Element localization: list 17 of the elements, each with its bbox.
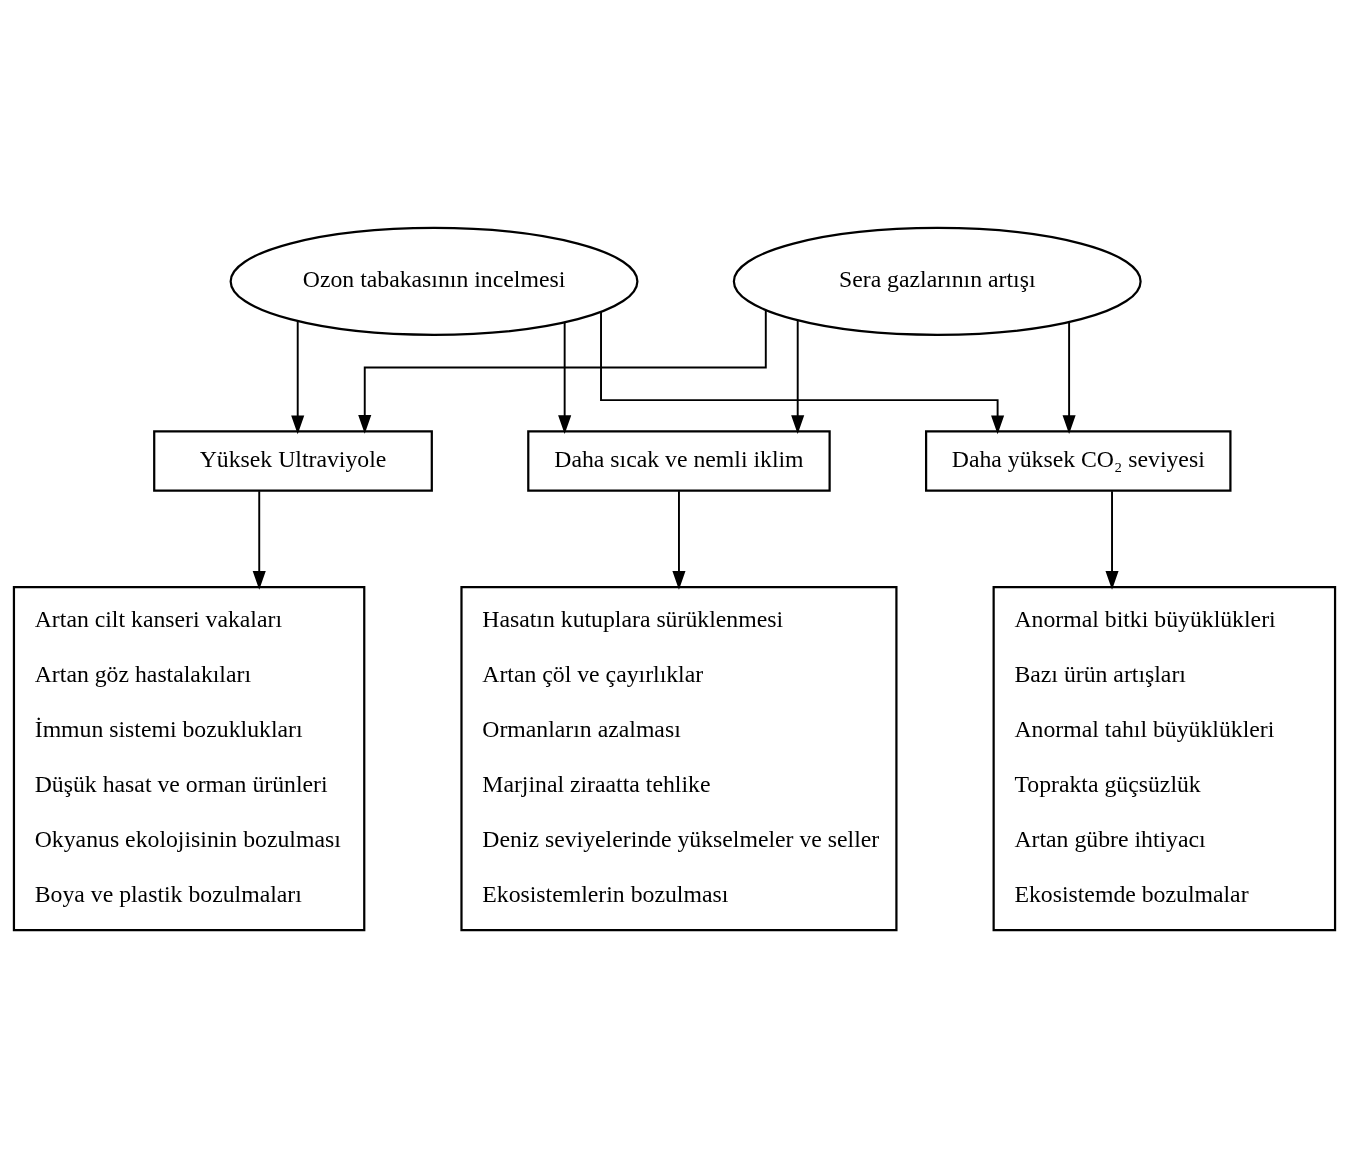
node-ellipse: Sera gazlarının artışı — [732, 226, 1142, 336]
arrow — [672, 489, 686, 590]
node-box: Yüksek Ultraviyole — [153, 429, 433, 492]
node-ellipse: Ozon tabakasının incelmesi — [229, 226, 639, 336]
node-box: Anormal bitki büyüklükleri Bazı ürün artışları Anormal tahıl büyüklükleri Toprakta güçsüzlük Artan gübre ihtiyacı Ekosistemde bozulmalar — [992, 585, 1337, 931]
arrow — [358, 309, 767, 434]
arrow — [600, 310, 1005, 434]
arrow — [1105, 489, 1119, 590]
arrow — [791, 318, 805, 434]
node-box: Artan cilt kanseri vakaları Artan göz hastalakıları İmmun sistemi bozuklukları Düşük hasat ve orman ürünleri Okyanus ekolojisinin bozulması Boya ve plastik bozulmaları — [12, 585, 366, 931]
node-box: Hasatın kutuplara sürüklenmesi Artan çöl ve çayırlıklar Ormanların azalması Marjinal ziraatta tehlike Deniz seviyelerinde yükselmeler ve seller Ekosistemlerin bozulması — [460, 585, 898, 931]
arrow — [558, 321, 572, 434]
arrow — [291, 319, 305, 434]
node-box: Daha sıcak ve nemli iklim — [527, 429, 831, 492]
node-box: Daha yüksek CO₂ seviyesi — [925, 429, 1232, 492]
arrow — [1062, 320, 1076, 434]
arrow — [252, 489, 266, 590]
